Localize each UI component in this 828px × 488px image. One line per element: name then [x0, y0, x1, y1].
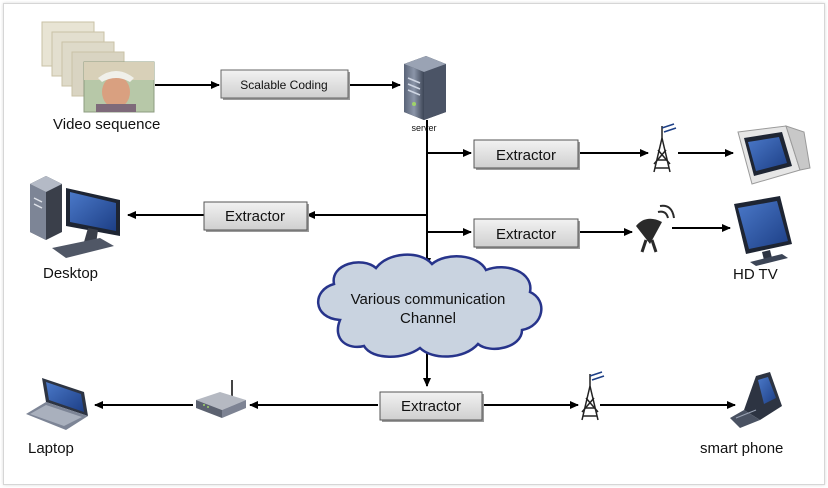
desktop-label: Desktop [43, 265, 98, 282]
hd-tv-label: HD TV [733, 266, 778, 283]
video-sequence-label: Video sequence [53, 116, 160, 133]
extractor-desktop-box [203, 201, 309, 232]
hd-tv-icon [734, 196, 792, 266]
scalable-coding-box [220, 69, 350, 100]
extractor-hdtv-box [473, 218, 580, 249]
satellite-dish-icon [636, 204, 675, 253]
extractor-bottom-box [379, 391, 484, 422]
laptop-label: Laptop [28, 440, 74, 457]
communication-channel-cloud [316, 253, 543, 358]
connectors [94, 81, 736, 409]
extractor-tv1-box [473, 139, 580, 170]
server-label: server [411, 123, 436, 133]
extractor-bottom-label: Extractor [401, 398, 461, 415]
extractor-tv1-label: Extractor [496, 147, 556, 164]
extractor-desktop-label: Extractor [225, 208, 285, 225]
desktop-computer-icon [30, 176, 120, 258]
antenna-tower-icon [653, 123, 677, 173]
channel-label-line2: Channel [400, 310, 456, 327]
video-sequence-icon [41, 21, 155, 113]
laptop-icon [26, 378, 88, 430]
antenna-tower-2-icon [581, 371, 605, 421]
smart-phone-label: smart phone [700, 440, 783, 457]
channel-label-line1: Various communication [351, 291, 506, 308]
extractor-hdtv-label: Extractor [496, 226, 556, 243]
television-icon [737, 125, 811, 185]
server-icon [404, 56, 446, 120]
router-icon [196, 380, 246, 418]
scalable-coding-label: Scalable Coding [240, 78, 327, 92]
smart-phone-icon [730, 372, 782, 428]
